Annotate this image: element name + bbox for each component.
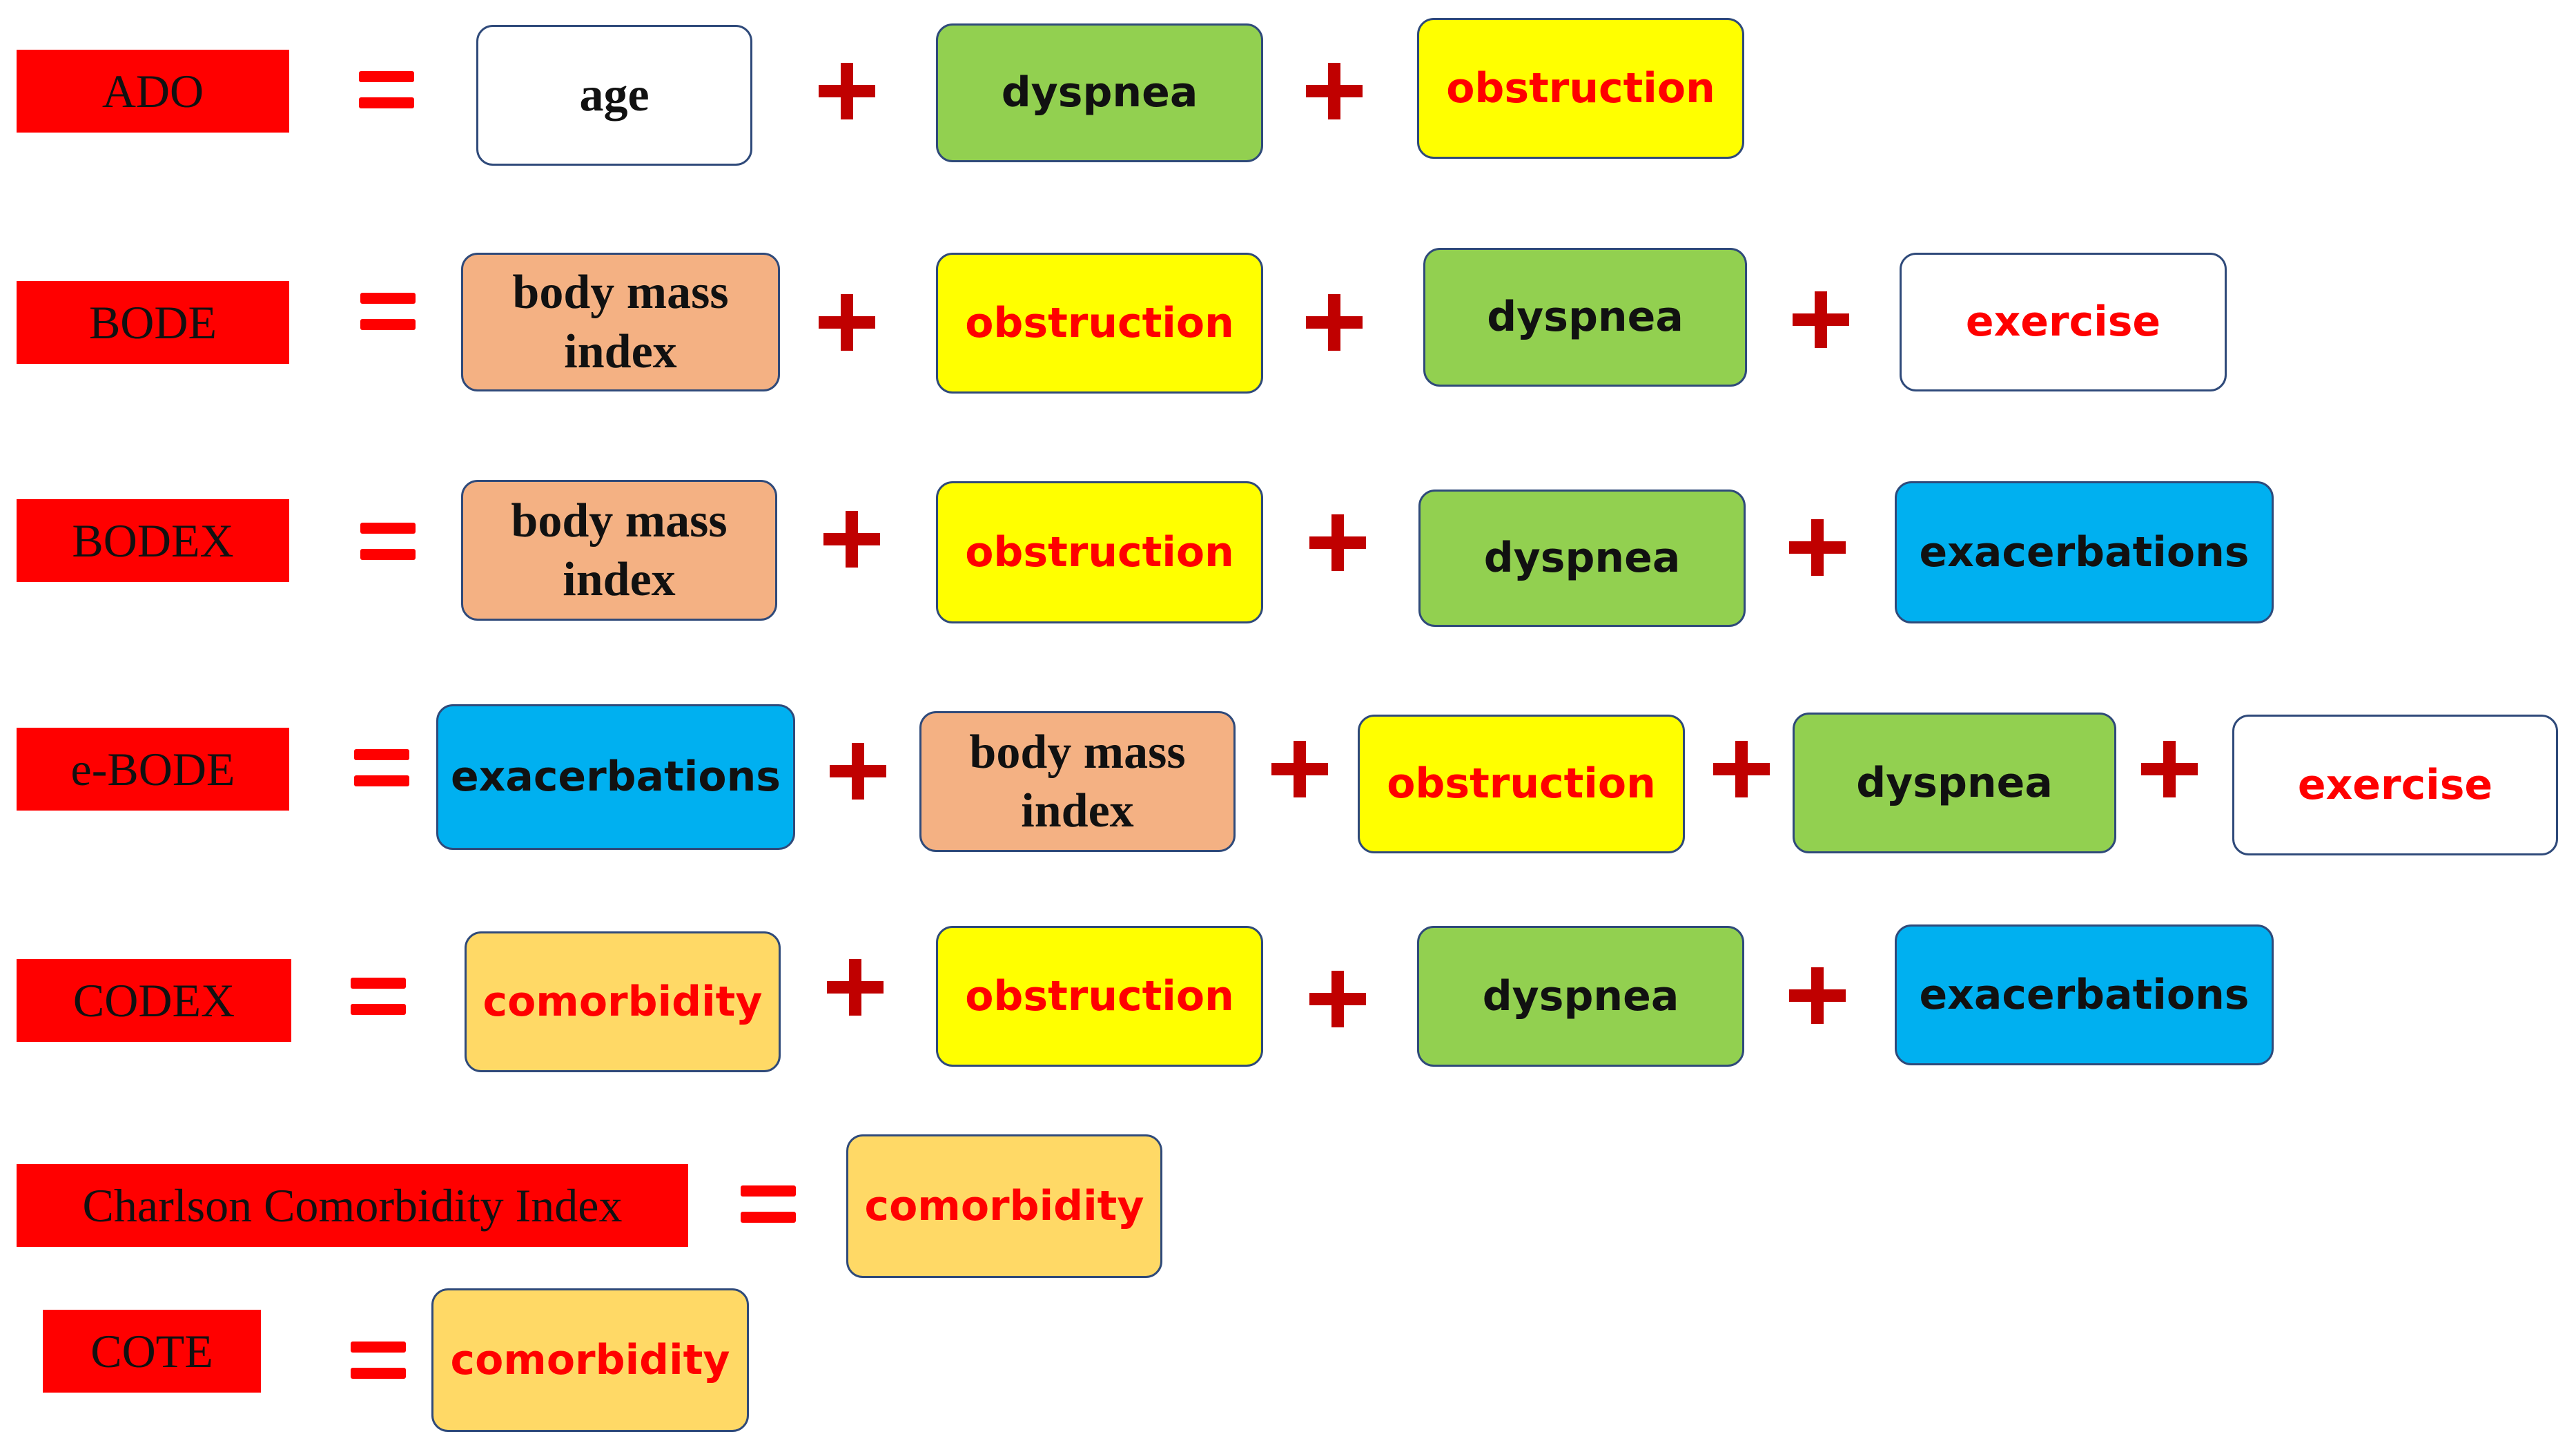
term-box-obstruction: obstruction [1417, 18, 1744, 159]
plus-sign [1713, 741, 1770, 797]
term-box-body-mass-index: body mass index [461, 480, 777, 621]
term-box-age: age [476, 25, 752, 166]
term-box-dyspnea: dyspnea [1417, 926, 1744, 1067]
term-box-comorbidity: comorbidity [465, 931, 781, 1072]
index-name-label: COTE [43, 1310, 261, 1393]
equals-sign [354, 749, 409, 786]
plus-sign [823, 511, 880, 568]
equals-sign [360, 293, 416, 330]
plus-sign [2141, 741, 2198, 797]
plus-sign [827, 959, 884, 1016]
term-box-exercise: exercise [1900, 253, 2227, 391]
index-name-label: BODEX [17, 499, 289, 582]
equals-sign [359, 71, 414, 108]
plus-sign [1789, 967, 1846, 1024]
equals-sign [351, 978, 406, 1015]
term-box-exacerbations: exacerbations [1895, 481, 2274, 623]
term-box-exacerbations: exacerbations [436, 704, 795, 850]
index-name-label: Charlson Comorbidity Index [17, 1164, 688, 1247]
equals-sign [741, 1185, 796, 1223]
term-box-obstruction: obstruction [936, 926, 1263, 1067]
term-box-comorbidity: comorbidity [846, 1134, 1162, 1278]
index-name-label: BODE [17, 281, 289, 364]
term-box-exacerbations: exacerbations [1895, 924, 2274, 1065]
plus-sign [1271, 741, 1328, 797]
term-box-dyspnea: dyspnea [1423, 248, 1747, 387]
plus-sign [830, 743, 886, 800]
term-box-body-mass-index: body mass index [919, 711, 1236, 852]
plus-sign [1793, 291, 1849, 348]
index-name-label: ADO [17, 50, 289, 133]
term-box-dyspnea: dyspnea [936, 23, 1263, 162]
term-box-comorbidity: comorbidity [431, 1288, 749, 1432]
index-name-label: e-BODE [17, 728, 289, 811]
plus-sign [1306, 63, 1363, 119]
term-box-dyspnea: dyspnea [1793, 713, 2116, 853]
index-name-label: CODEX [17, 959, 291, 1042]
term-box-obstruction: obstruction [936, 481, 1263, 623]
plus-sign [1309, 971, 1366, 1027]
plus-sign [819, 294, 875, 351]
term-box-dyspnea: dyspnea [1418, 490, 1746, 627]
term-box-obstruction: obstruction [936, 253, 1263, 394]
term-box-obstruction: obstruction [1358, 715, 1685, 853]
plus-sign [819, 63, 875, 119]
plus-sign [1306, 294, 1363, 351]
term-box-body-mass-index: body mass index [461, 253, 780, 391]
equals-sign [360, 523, 416, 560]
equals-sign [351, 1342, 406, 1379]
plus-sign [1309, 514, 1366, 571]
plus-sign [1789, 519, 1846, 576]
term-box-exercise: exercise [2232, 715, 2558, 855]
